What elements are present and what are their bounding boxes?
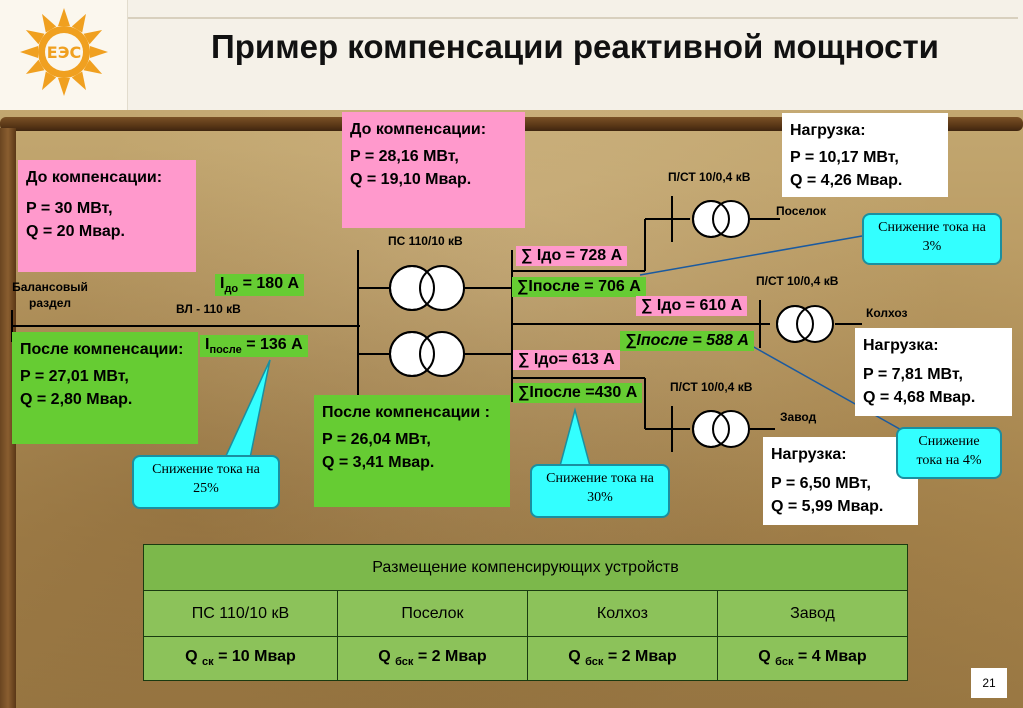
left-before-p: P = 30 МВт, bbox=[26, 200, 113, 218]
poselok-load-p: P = 10,17 МВт, bbox=[790, 149, 899, 167]
left-before-heading: До компенсации: bbox=[26, 169, 163, 186]
header-rule bbox=[128, 17, 1018, 19]
left-after-p: P = 27,01 МВт, bbox=[20, 368, 129, 386]
zavod-load-box: Нагрузка: P = 6,50 МВт, Q = 5,99 Мвар. bbox=[763, 437, 918, 525]
callout-poselok-reduction: Снижение тока на 3% bbox=[862, 213, 1002, 265]
zavod-current-after: ∑Iпосле =430 А bbox=[513, 383, 643, 403]
callout-main-reduction: Снижение тока на 25% bbox=[132, 455, 280, 509]
kolkhoz-load-box: Нагрузка: P = 7,81 МВт, Q = 4,68 Мвар. bbox=[855, 328, 1012, 416]
balance-label: Балансовый раздел bbox=[12, 280, 88, 310]
center-before-p: P = 28,16 МВт, bbox=[350, 148, 459, 166]
main-current-before: Iдо = 180 А bbox=[215, 274, 305, 297]
poselok-load-q: Q = 4,26 Мвар. bbox=[790, 172, 903, 190]
col-ps: ПС 110/10 кВ bbox=[143, 590, 338, 637]
value-ps: Q ск = 10 Мвар bbox=[143, 636, 338, 681]
left-after-heading: После компенсации: bbox=[20, 341, 184, 358]
zavod-load-p: P = 6,50 МВт, bbox=[771, 475, 871, 493]
zavod-load-q: Q = 5,99 Мвар. bbox=[771, 498, 884, 516]
svg-text:ЕЭС: ЕЭС bbox=[47, 43, 81, 62]
zavod-label: Завод bbox=[780, 410, 817, 424]
value-poselok: Q бск = 2 Мвар bbox=[336, 636, 528, 681]
kolkhoz-load-p: P = 7,81 МВт, bbox=[863, 366, 963, 384]
poselok-label: Поселок bbox=[776, 204, 826, 218]
kolkhoz-label: Колхоз bbox=[866, 306, 908, 320]
center-before-heading: До компенсации: bbox=[350, 121, 487, 138]
poselok-current-before: ∑ Iдо = 728 А bbox=[516, 246, 628, 266]
left-after-box: После компенсации: P = 27,01 МВт, Q = 2,… bbox=[12, 332, 198, 444]
center-after-heading: После компенсации : bbox=[322, 404, 490, 421]
center-after-box: После компенсации : P = 26,04 МВт, Q = 3… bbox=[314, 395, 510, 507]
ps-label: ПС 110/10 кВ bbox=[388, 234, 463, 248]
center-before-q: Q = 19,10 Мвар. bbox=[350, 171, 472, 189]
col-kolkhoz: Колхоз bbox=[526, 590, 718, 637]
logo: ЕЭС bbox=[0, 0, 128, 110]
line-label: ВЛ - 110 кВ bbox=[176, 302, 241, 316]
pst3-label: П/СТ 10/0,4 кВ bbox=[670, 380, 753, 394]
value-zavod: Q бск = 4 Мвар bbox=[716, 636, 909, 681]
left-after-q: Q = 2,80 Мвар. bbox=[20, 391, 133, 409]
col-poselok: Поселок bbox=[336, 590, 528, 637]
pst2-label: П/СТ 10/0,4 кВ bbox=[756, 274, 839, 288]
page-title: Пример компенсации реактивной мощности bbox=[211, 28, 939, 65]
center-after-q: Q = 3,41 Мвар. bbox=[322, 454, 435, 472]
center-before-box: До компенсации: P = 28,16 МВт, Q = 19,10… bbox=[342, 112, 525, 228]
kolkhoz-load-heading: Нагрузка: bbox=[863, 337, 939, 354]
callout-zavod-reduction: Снижение тока на 30% bbox=[530, 464, 670, 518]
col-zavod: Завод bbox=[716, 590, 909, 637]
main-current-after: Iпосле = 136 А bbox=[200, 335, 308, 358]
value-kolkhoz: Q бск = 2 Мвар bbox=[526, 636, 718, 681]
page-number: 21 bbox=[971, 668, 1007, 698]
left-before-box: До компенсации: P = 30 МВт, Q = 20 Мвар. bbox=[18, 160, 196, 272]
kolkhoz-current-after: ∑Iпосле = 588 А bbox=[620, 331, 754, 351]
wooden-post bbox=[0, 128, 16, 708]
kolkhoz-current-before: ∑ Iдо = 610 А bbox=[636, 296, 748, 316]
center-after-p: P = 26,04 МВт, bbox=[322, 431, 431, 449]
placement-table: Размещение компенсирующих устройств ПС 1… bbox=[143, 544, 909, 681]
poselok-load-heading: Нагрузка: bbox=[790, 122, 866, 139]
kolkhoz-load-q: Q = 4,68 Мвар. bbox=[863, 389, 976, 407]
sun-logo-icon: ЕЭС bbox=[20, 8, 108, 96]
poselok-current-after: ∑Iпосле = 706 А bbox=[512, 277, 646, 297]
zavod-load-heading: Нагрузка: bbox=[771, 446, 847, 463]
pst1-label: П/СТ 10/0,4 кВ bbox=[668, 170, 751, 184]
table-header: Размещение компенсирующих устройств bbox=[143, 544, 908, 591]
poselok-load-box: Нагрузка: P = 10,17 МВт, Q = 4,26 Мвар. bbox=[782, 113, 948, 197]
callout-kolkhoz-reduction: Снижение тока на 4% bbox=[896, 427, 1002, 479]
zavod-current-before: ∑ Iдо= 613 А bbox=[513, 350, 620, 370]
left-before-q: Q = 20 Мвар. bbox=[26, 223, 125, 241]
